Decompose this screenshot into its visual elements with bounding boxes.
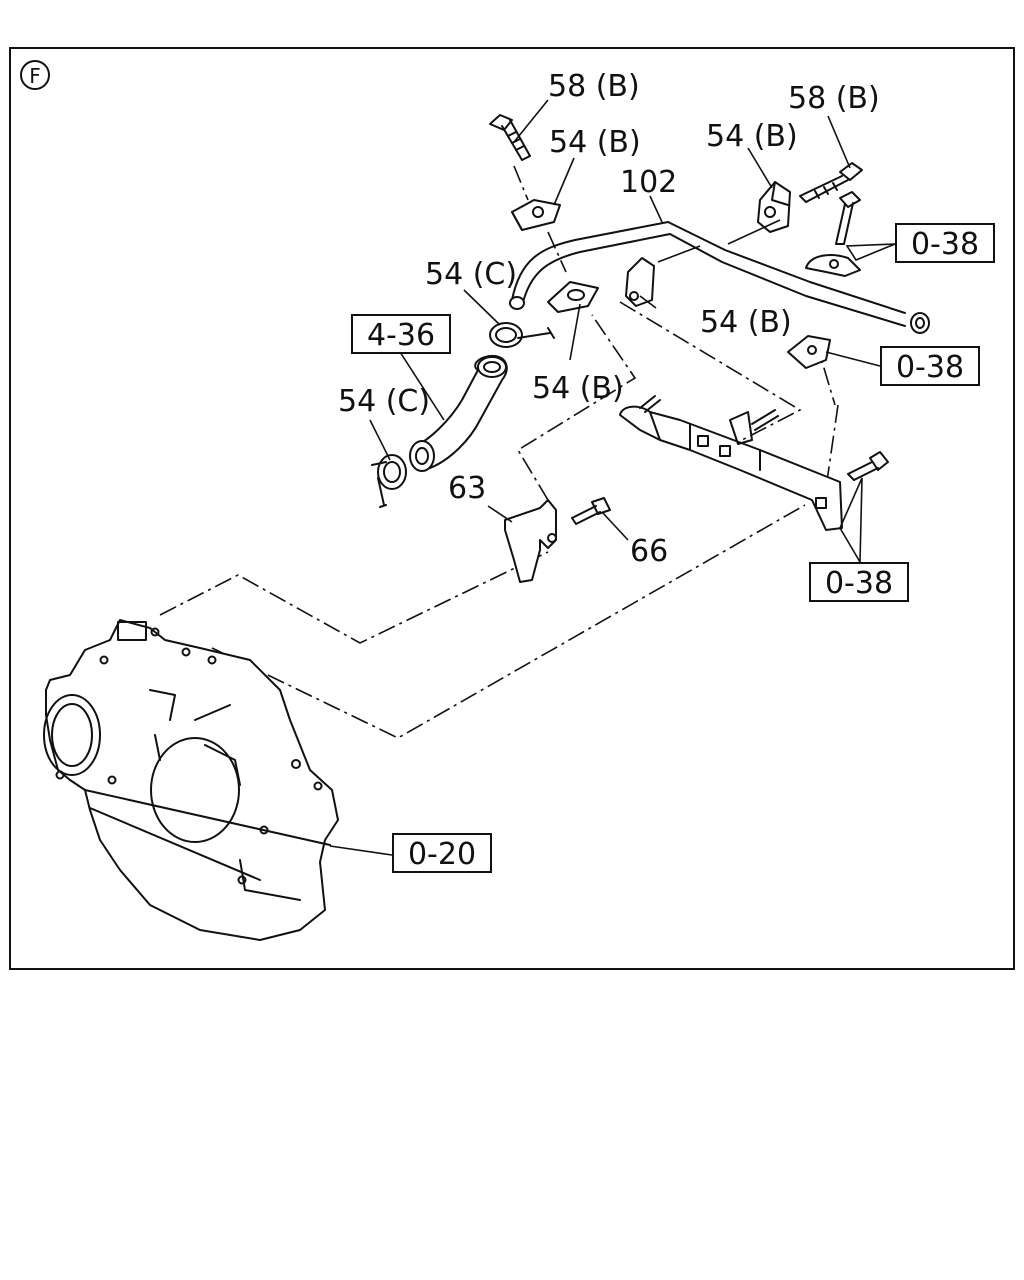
pipe-102: [509, 221, 930, 334]
clamp-54b-center: [547, 281, 599, 313]
bolt-0-38-bottom: [847, 451, 889, 481]
hose-clamp-54c-upper: [489, 322, 555, 348]
clamp-0-38-top: [805, 254, 861, 277]
ref-box-0-38-bottom[interactable]: 0-38: [809, 562, 909, 602]
clip-63: [504, 499, 557, 583]
bolt-0-38-top: [835, 191, 861, 245]
leader-lines: [329, 99, 896, 856]
callout-63: 63: [448, 471, 486, 506]
callout-54b-mid-left: 54 (B): [532, 371, 624, 406]
hose-clamp-54c-lower: [371, 454, 407, 508]
rubber-hose: [409, 354, 508, 472]
callout-66: 66: [630, 534, 668, 569]
diagram-frame: [9, 47, 1015, 970]
ref-box-0-20[interactable]: 0-20: [392, 833, 492, 873]
ref-4-36-label: 4-36: [367, 318, 435, 353]
callout-58b-left: 58 (B): [548, 69, 640, 104]
flywheel-housing: [43, 619, 339, 941]
boxed-references: 0-38 0-38 4-36 0-38 0-20: [351, 223, 995, 873]
bolt-58b-right: [799, 162, 863, 203]
section-mark: F: [20, 60, 50, 90]
assembly-lines: [159, 165, 839, 739]
callout-54b-upper-right: 54 (B): [706, 119, 798, 154]
ref-0-38-top-label: 0-38: [911, 227, 979, 262]
callout-58b-right: 58 (B): [788, 81, 880, 116]
ref-box-4-36[interactable]: 4-36: [351, 314, 451, 354]
ref-0-20-label: 0-20: [408, 837, 476, 872]
ref-0-38-bottom-label: 0-38: [825, 566, 893, 601]
clamp-0-38-mid: [787, 335, 831, 369]
ref-box-0-38-top[interactable]: 0-38: [895, 223, 995, 263]
callout-102: 102: [620, 165, 677, 200]
ref-0-38-mid-label: 0-38: [896, 350, 964, 385]
support-bracket: [619, 395, 843, 531]
clamp-54b-upper-left: [511, 199, 561, 231]
callout-labels: 58 (B) 54 (B) 54 (B) 58 (B) 102 54 (C) 5…: [338, 69, 880, 569]
bracket-54b-upper-right: [757, 181, 791, 233]
callout-54b-mid-right: 54 (B): [700, 305, 792, 340]
bracket-54b-mid: [625, 257, 655, 307]
callout-54c-upper: 54 (C): [425, 257, 517, 292]
bolt-66: [571, 497, 611, 525]
callout-54c-lower: 54 (C): [338, 384, 430, 419]
section-mark-letter: F: [29, 64, 41, 88]
callout-54b-upper-left: 54 (B): [549, 125, 641, 160]
ref-box-0-38-mid[interactable]: 0-38: [880, 346, 980, 386]
bolt-58b-left: [489, 114, 531, 161]
